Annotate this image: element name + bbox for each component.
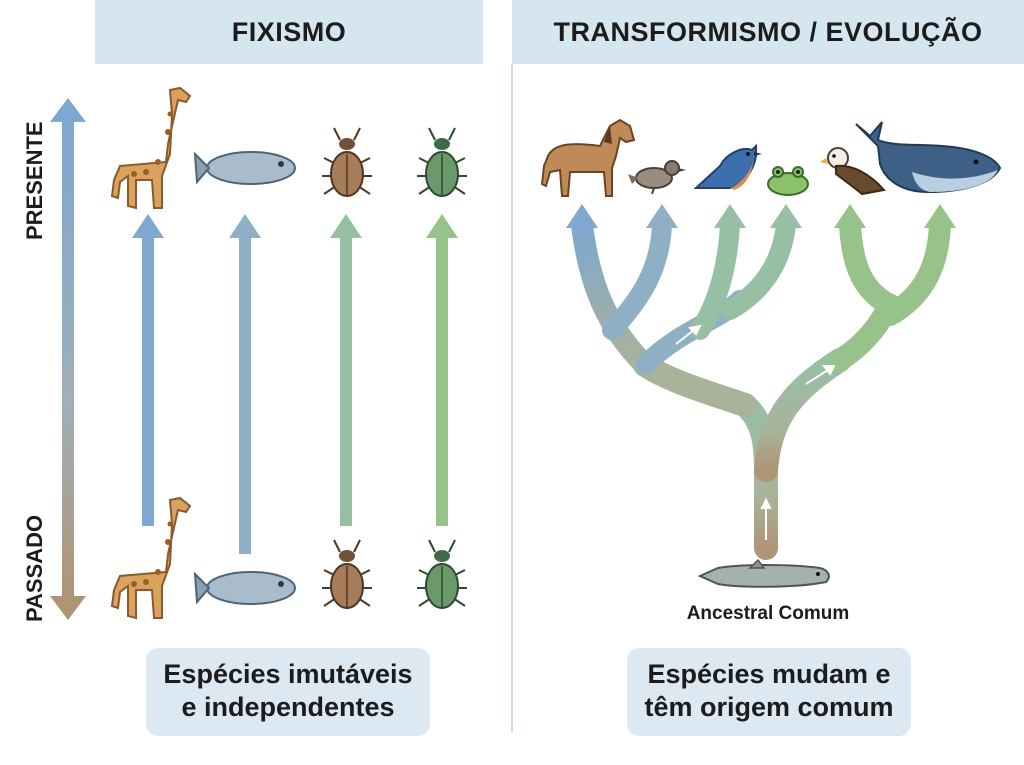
tree-trunk (754, 348, 852, 482)
left-main-branch (633, 353, 757, 417)
panel-divider (511, 64, 513, 732)
evolution-title: TRANSFORMISMO / EVOLUÇÃO (512, 0, 1024, 64)
giraffe-icon (110, 496, 192, 620)
branch-to-frog (720, 215, 796, 320)
brown-beetle-icon (322, 127, 372, 197)
fixism-arrow-green-beetle (426, 214, 458, 526)
branch-to-eagle (829, 214, 902, 371)
phylogenetic-tree (571, 214, 951, 560)
fixism-caption-line2: e independentes (181, 692, 395, 722)
horse-icon (540, 118, 636, 197)
fixism-arrow-brown-beetle (330, 214, 362, 526)
eagle-icon (820, 147, 886, 196)
direction-arrows (614, 324, 836, 540)
fixism-caption: Espécies imutáveis e independentes (146, 648, 430, 736)
frog-icon (767, 166, 809, 196)
giraffe-icon (110, 86, 192, 210)
fixism-arrow-giraffe (132, 214, 164, 526)
fixism-caption-line1: Espécies imutáveis (163, 659, 413, 689)
bluebird-icon (693, 143, 762, 190)
evolution-caption-line2: têm origem comum (644, 692, 894, 722)
branch-to-bluebird (690, 215, 740, 340)
fish-icon (193, 151, 296, 185)
ancestor-label: Ancestral Comum (686, 603, 850, 624)
brown-beetle-icon (322, 539, 372, 609)
time-axis-arrow (50, 98, 86, 620)
tree-arrowheads (566, 204, 956, 228)
fixism-title: FIXISMO (95, 0, 483, 64)
branch-to-horse (571, 214, 656, 376)
whale-icon (855, 121, 1002, 194)
fish-icon (193, 571, 296, 605)
ancestral-fish-icon (697, 558, 830, 588)
sparrow-icon (628, 160, 686, 195)
branch-to-sparrow (602, 215, 672, 340)
evolution-caption: Espécies mudam e têm origem comum (627, 648, 911, 736)
evolution-caption-line1: Espécies mudam e (647, 659, 891, 689)
fixism-arrow-fish (229, 214, 261, 554)
green-beetle-icon (417, 127, 467, 197)
branch-to-whale (879, 214, 951, 326)
green-beetle-icon (417, 539, 467, 609)
